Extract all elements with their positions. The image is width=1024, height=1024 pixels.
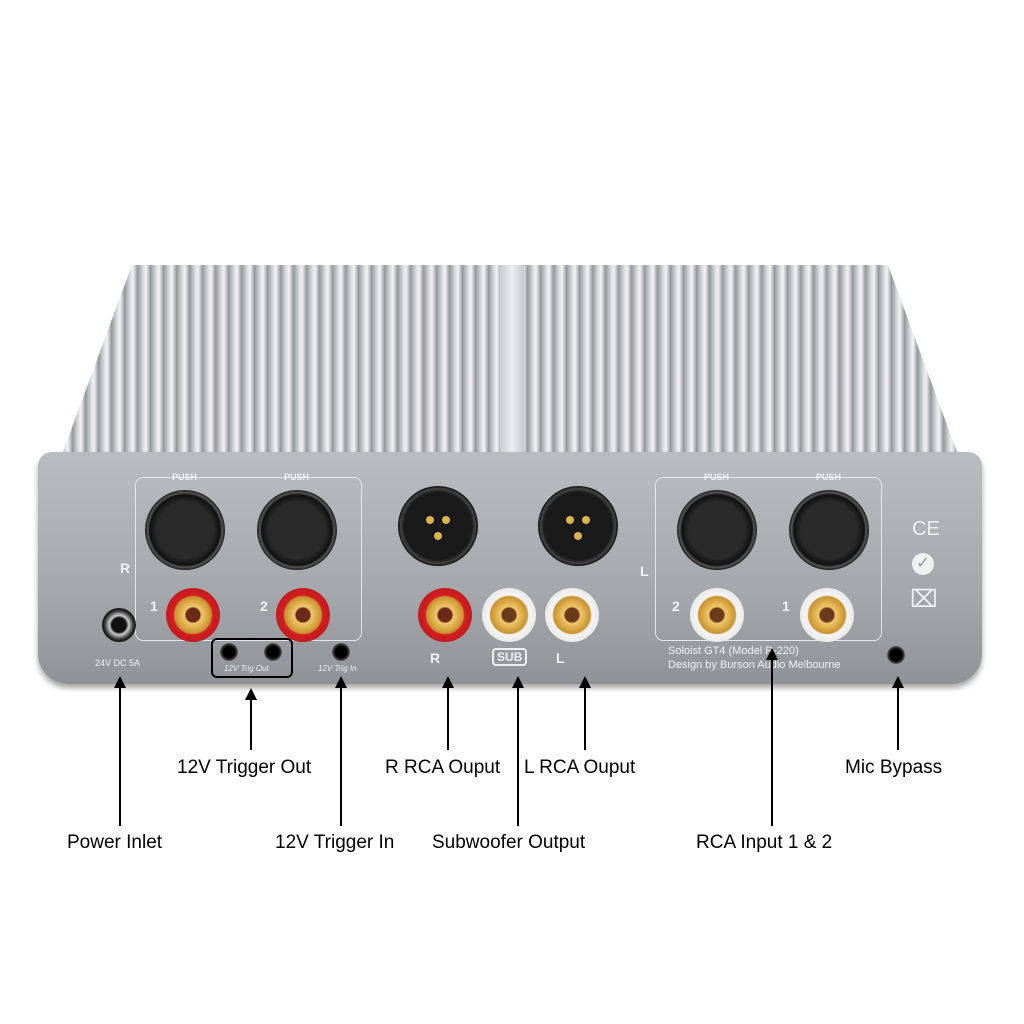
trigger-out-jack-1[interactable] xyxy=(220,643,238,661)
callout-r-rca: R RCA Ouput xyxy=(385,757,501,778)
callout-subwoofer: Subwoofer Output xyxy=(432,832,586,853)
input-number: 1 xyxy=(782,598,790,614)
output-r-label: R xyxy=(430,650,441,666)
trigger-out-highlight xyxy=(211,638,293,678)
model-text: Soloist GT4 (Model R-220) xyxy=(668,645,799,657)
xlr-input-r1[interactable] xyxy=(145,490,225,570)
arrow-icon xyxy=(766,648,778,660)
rca-input-l2[interactable] xyxy=(690,588,744,642)
heatsink-spine xyxy=(500,265,524,460)
callout-line xyxy=(584,688,586,750)
callout-l-rca: L RCA Ouput xyxy=(524,757,636,778)
designer-text: Design by Burson Audio Melbourne xyxy=(668,659,841,671)
xlr-input-l2[interactable] xyxy=(677,490,757,570)
push-tab: PUSH xyxy=(704,472,730,482)
callout-line xyxy=(517,688,519,826)
trigger-out-label: 12V Trig Out xyxy=(224,664,269,673)
arrow-icon xyxy=(512,676,524,688)
callout-trigger-in: 12V Trigger In xyxy=(275,832,395,853)
arrow-icon xyxy=(114,676,126,688)
power-marking: 24V DC 5A xyxy=(95,658,141,668)
callout-rca-input: RCA Input 1 & 2 xyxy=(696,832,833,853)
input-l-label: L xyxy=(640,563,649,579)
ce-mark: CE xyxy=(912,518,940,540)
xlr-input-r2[interactable] xyxy=(257,490,337,570)
mic-bypass-jack[interactable] xyxy=(887,646,905,664)
arrow-icon xyxy=(442,676,454,688)
rca-output-l[interactable] xyxy=(545,588,599,642)
arrow-icon xyxy=(892,676,904,688)
rca-input-l1[interactable] xyxy=(800,588,854,642)
input-group-r xyxy=(135,477,362,641)
subwoofer-output[interactable] xyxy=(482,588,536,642)
push-tab: PUSH xyxy=(816,472,842,482)
push-tab: PUSH xyxy=(172,472,198,482)
xlr-output-r[interactable] xyxy=(398,486,478,566)
trigger-out-jack-2[interactable] xyxy=(264,643,282,661)
callout-line xyxy=(447,688,449,750)
callout-mic-bypass: Mic Bypass xyxy=(845,757,943,778)
rca-output-r[interactable] xyxy=(418,588,472,642)
xlr-input-l1[interactable] xyxy=(789,490,869,570)
sub-label: SUB xyxy=(492,648,528,666)
certification-check-icon: ✓ xyxy=(912,553,934,575)
trigger-in-label: 12V Trig In xyxy=(318,664,357,673)
callout-line xyxy=(340,688,342,826)
callout-line xyxy=(119,688,121,826)
input-number: 2 xyxy=(672,598,680,614)
power-inlet[interactable] xyxy=(102,608,136,642)
xlr-output-l[interactable] xyxy=(538,486,618,566)
callout-trigger-out: 12V Trigger Out xyxy=(177,757,312,778)
arrow-icon xyxy=(335,676,347,688)
input-number: 2 xyxy=(260,598,268,614)
push-tab: PUSH xyxy=(284,472,310,482)
rca-input-r2[interactable] xyxy=(276,588,330,642)
output-l-label: L xyxy=(556,650,565,666)
callout-line xyxy=(250,700,252,750)
arrow-icon xyxy=(579,676,591,688)
input-number: 1 xyxy=(150,598,158,614)
input-group-l xyxy=(655,477,882,641)
rca-input-r1[interactable] xyxy=(166,588,220,642)
callout-line xyxy=(771,660,773,826)
callout-line xyxy=(897,688,899,750)
callout-power-inlet: Power Inlet xyxy=(67,832,163,853)
weee-bin-icon: ⌧ xyxy=(910,586,938,613)
input-r-label: R xyxy=(120,560,131,576)
trigger-in-jack[interactable] xyxy=(332,643,350,661)
arrow-icon xyxy=(245,688,257,700)
